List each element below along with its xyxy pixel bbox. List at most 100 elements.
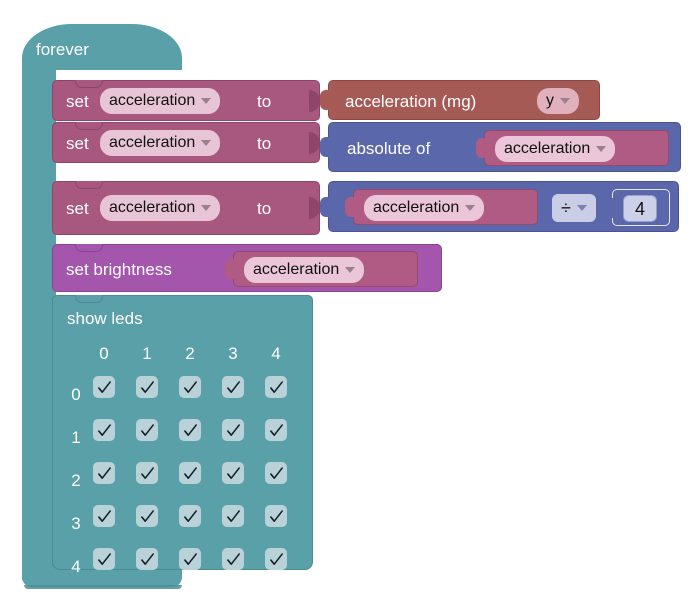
led-cell-4-1[interactable] <box>136 548 158 570</box>
set-variable-block-1[interactable]: set acceleration to <box>52 80 320 121</box>
block-plug <box>225 259 235 279</box>
led-cell-2-1[interactable] <box>136 462 158 484</box>
forever-block-footer[interactable] <box>22 565 182 587</box>
led-cell-3-3[interactable] <box>222 505 244 527</box>
checkmark-icon <box>140 423 154 436</box>
show-leds-label: show leds <box>67 309 143 328</box>
absolute-of-label: absolute of <box>347 139 431 158</box>
led-matrix[interactable]: 0 1 2 3 4 0 1 2 3 4 <box>53 296 314 576</box>
operator-dropdown[interactable]: ÷ <box>552 194 596 222</box>
led-cell-1-2[interactable] <box>179 419 201 441</box>
led-cell-1-0[interactable] <box>93 419 115 441</box>
checkmark-icon <box>183 552 197 565</box>
checkmark-icon <box>140 509 154 522</box>
led-row-header-3: 3 <box>71 514 81 533</box>
led-row-header-4: 4 <box>71 557 81 576</box>
to-label-2: to <box>257 134 272 153</box>
variable-reporter-absolute[interactable]: acceleration <box>476 130 669 166</box>
variable-dropdown-dividend[interactable]: acceleration <box>364 195 485 221</box>
forever-block-footer-shadow <box>24 585 182 589</box>
led-cell-2-2[interactable] <box>179 462 201 484</box>
set-label-1: set <box>66 92 89 111</box>
forever-label: forever <box>36 40 89 59</box>
show-leds-block[interactable]: show leds 0 1 2 3 4 0 1 2 3 4 <box>52 295 314 576</box>
set-variable-block-2[interactable]: set acceleration to <box>52 122 320 163</box>
led-cell-2-0[interactable] <box>93 462 115 484</box>
block-plug <box>476 138 486 158</box>
checkmark-icon <box>183 509 197 522</box>
checkmark-icon <box>140 466 154 479</box>
block-plug <box>320 137 330 157</box>
variable-dropdown-1[interactable]: acceleration <box>100 88 221 114</box>
set-label-2: set <box>66 134 89 153</box>
block-notch <box>75 122 103 130</box>
variable-dropdown-absolute[interactable]: acceleration <box>495 136 616 162</box>
checkmark-icon <box>183 466 197 479</box>
divisor-input[interactable]: 4 <box>623 195 658 222</box>
led-col-header-1: 1 <box>142 344 152 363</box>
led-cell-3-1[interactable] <box>136 505 158 527</box>
variable-dropdown-1-value: acceleration <box>109 92 196 109</box>
led-cell-0-0[interactable] <box>93 376 115 398</box>
number-input-wrapper[interactable]: 4 <box>604 189 670 226</box>
variable-dropdown-3[interactable]: acceleration <box>100 195 221 221</box>
variable-dropdown-absolute-value: acceleration <box>504 140 591 157</box>
absolute-of-block[interactable]: absolute of acceleration <box>320 122 681 172</box>
chevron-down-icon <box>596 146 607 152</box>
variable-dropdown-brightness-value: acceleration <box>253 261 340 278</box>
variable-reporter-dividend[interactable]: acceleration <box>345 189 538 225</box>
led-cell-3-0[interactable] <box>93 505 115 527</box>
led-cell-3-4[interactable] <box>265 505 287 527</box>
acceleration-sensor-reporter[interactable]: acceleration (mg) y <box>320 80 600 120</box>
forever-block-spine <box>22 58 56 580</box>
led-cell-1-3[interactable] <box>222 419 244 441</box>
led-cell-2-3[interactable] <box>222 462 244 484</box>
led-cell-4-3[interactable] <box>222 548 244 570</box>
acceleration-sensor-label: acceleration (mg) <box>345 92 477 111</box>
led-row-header-1: 1 <box>71 428 81 447</box>
led-cell-3-2[interactable] <box>179 505 201 527</box>
checkmark-icon <box>226 466 240 479</box>
block-plug <box>320 90 330 110</box>
variable-dropdown-2-value: acceleration <box>109 134 196 151</box>
led-col-header-4: 4 <box>271 344 281 363</box>
checkmark-icon <box>97 423 111 436</box>
checkmark-icon <box>183 423 197 436</box>
checkmark-icon <box>97 380 111 393</box>
led-cell-4-2[interactable] <box>179 548 201 570</box>
checkmark-icon <box>269 466 283 479</box>
led-col-header-3: 3 <box>228 344 238 363</box>
chevron-down-icon <box>201 140 212 146</box>
arithmetic-divide-block[interactable]: acceleration ÷ 4 <box>320 181 679 232</box>
led-cell-4-4[interactable] <box>265 548 287 570</box>
led-row-header-2: 2 <box>71 471 81 490</box>
led-cell-0-4[interactable] <box>265 376 287 398</box>
variable-dropdown-3-value: acceleration <box>109 199 196 216</box>
checkmark-icon <box>97 552 111 565</box>
set-brightness-block[interactable]: set brightness acceleration <box>52 244 442 292</box>
led-cell-0-2[interactable] <box>179 376 201 398</box>
checkmark-icon <box>226 380 240 393</box>
to-label-1: to <box>257 92 272 111</box>
led-cell-1-1[interactable] <box>136 419 158 441</box>
checkmark-icon <box>226 423 240 436</box>
variable-dropdown-2[interactable]: acceleration <box>100 130 221 156</box>
led-cell-2-4[interactable] <box>265 462 287 484</box>
checkmark-icon <box>140 552 154 565</box>
value-socket-2 <box>309 131 320 154</box>
operator-dropdown-value: ÷ <box>561 198 571 218</box>
led-cell-0-3[interactable] <box>222 376 244 398</box>
variable-dropdown-brightness[interactable]: acceleration <box>244 257 365 283</box>
led-cell-0-1[interactable] <box>136 376 158 398</box>
checkmark-icon <box>269 509 283 522</box>
checkmark-icon <box>269 380 283 393</box>
chevron-down-icon <box>345 267 356 273</box>
set-variable-block-3[interactable]: set acceleration to <box>52 181 320 235</box>
led-cell-1-4[interactable] <box>265 419 287 441</box>
variable-reporter-brightness[interactable]: acceleration <box>225 251 418 287</box>
axis-dropdown[interactable]: y <box>537 88 579 114</box>
axis-dropdown-value: y <box>546 92 554 109</box>
led-cell-4-0[interactable] <box>93 548 115 570</box>
led-col-header-0: 0 <box>99 344 109 363</box>
